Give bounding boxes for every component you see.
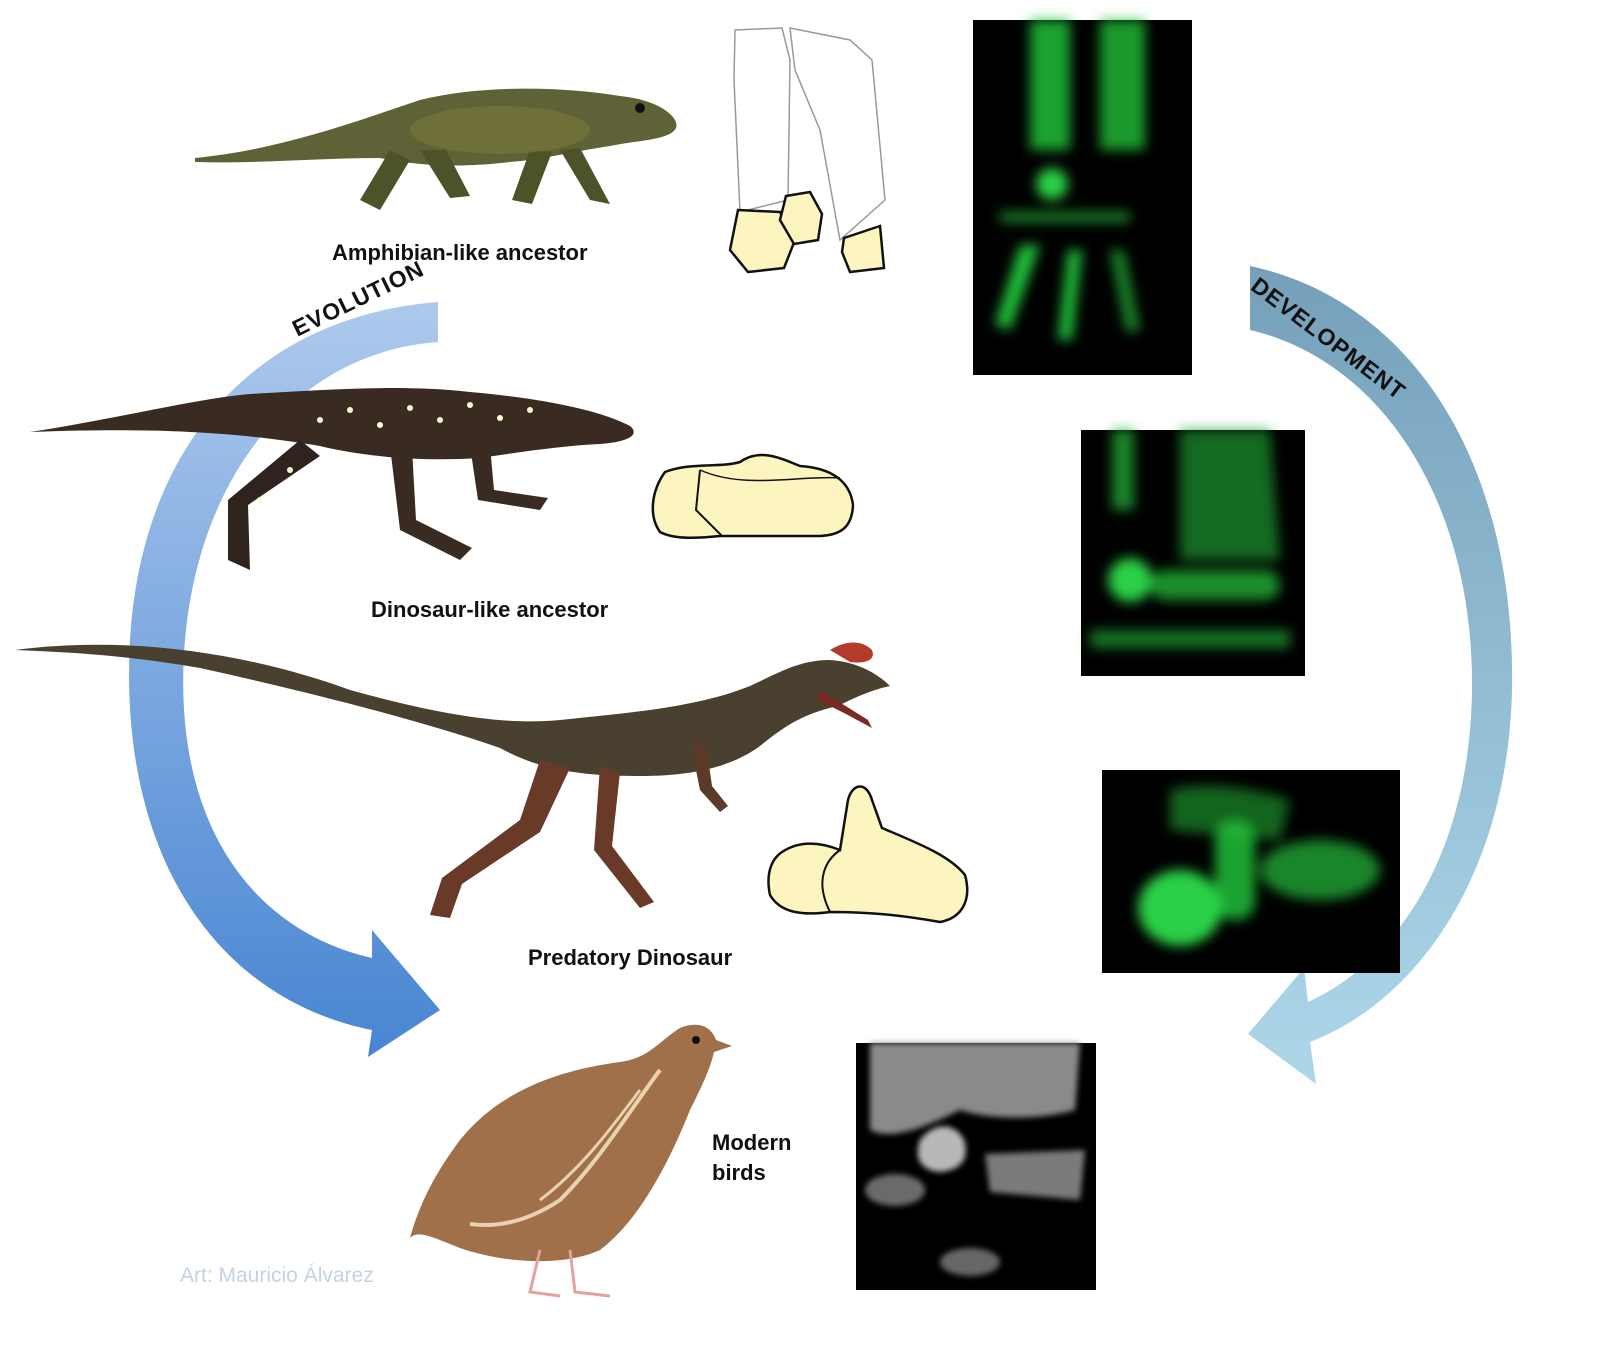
evolution-arrow xyxy=(129,302,440,1057)
fluorescence-panel-1 xyxy=(973,20,1192,375)
amphibian-bones xyxy=(728,27,886,274)
amphibian-label: Amphibian-like ancestor xyxy=(332,240,588,265)
micro-ct-panel xyxy=(856,1043,1096,1290)
predatory-dinosaur-illustration xyxy=(15,642,890,918)
dinosaur-like-label: Dinosaur-like ancestor xyxy=(371,597,609,622)
predatory-dinosaur-bone xyxy=(767,785,969,924)
dinosaur-like-illustration xyxy=(30,388,634,570)
modern-birds-label-line2: birds xyxy=(712,1160,766,1185)
fluorescence-panel-2 xyxy=(1081,430,1305,676)
development-arrow xyxy=(1248,266,1513,1084)
modern-bird-illustration xyxy=(410,1024,732,1298)
modern-birds-label-line1: Modern xyxy=(712,1130,792,1155)
amphibian-illustration xyxy=(195,88,677,210)
dinosaur-like-bone xyxy=(651,453,855,539)
fluorescence-panel-3 xyxy=(1102,770,1400,973)
predatory-dinosaur-label: Predatory Dinosaur xyxy=(528,945,733,970)
art-credit: Art: Mauricio Álvarez xyxy=(180,1264,374,1287)
